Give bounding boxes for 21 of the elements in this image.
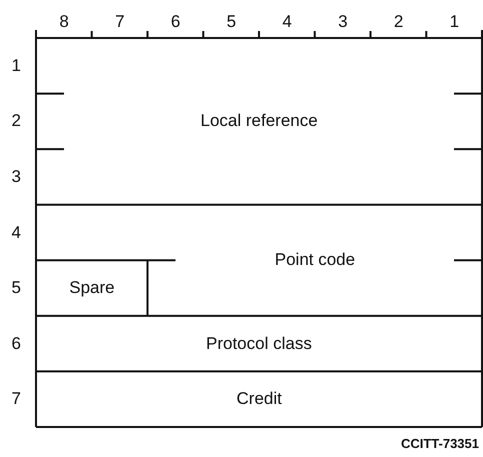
- field-name: Credit: [236, 389, 282, 410]
- bit-number: 2: [394, 12, 404, 32]
- octet-number: 7: [12, 389, 21, 410]
- bit-number: 6: [170, 12, 180, 32]
- figure-id: CCITT-73351: [400, 435, 479, 453]
- field-name: Point code: [274, 250, 356, 270]
- bit-number: 4: [282, 12, 292, 32]
- octet-number: 6: [12, 334, 21, 354]
- octet-number: 4: [12, 222, 21, 242]
- octet-number: 2: [12, 111, 21, 132]
- bit-number: 5: [226, 12, 236, 32]
- bit-number: 7: [115, 12, 125, 32]
- field-name: Local reference: [200, 111, 318, 132]
- bit-number: 1: [450, 12, 460, 32]
- field-name: Protocol class: [206, 334, 312, 354]
- octet-number: 5: [12, 278, 21, 298]
- field-name: Spare: [69, 278, 115, 298]
- octet-number: 1: [12, 56, 21, 76]
- bit-number: 8: [59, 12, 69, 32]
- bit-number: 3: [338, 12, 348, 32]
- octet-number: 3: [12, 166, 21, 187]
